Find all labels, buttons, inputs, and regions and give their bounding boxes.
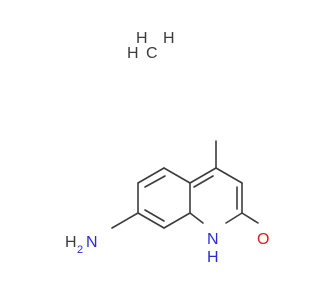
methane-top-hydrogen: H	[136, 30, 148, 47]
carbonyl-oxygen: O	[257, 231, 269, 248]
bond-c7-nh2	[111, 212, 139, 229]
bond-n1-c8a	[189, 212, 204, 224]
amine-group: H 2 N	[65, 234, 98, 256]
molecule-diagram: H H C H H 2 N N H O	[65, 30, 269, 266]
ring-nitrogen-hydrogen: H	[207, 249, 219, 266]
bond-c8-c8a	[163, 212, 191, 229]
methane-carbon: C	[146, 45, 158, 62]
bond-c7-c8-inner	[144, 209, 165, 222]
ring-nitrogen: N H	[207, 231, 219, 266]
bond-c5-c6	[137, 167, 165, 184]
methane-left-hydrogen: H	[127, 45, 139, 62]
ring-nitrogen-atom: N	[207, 231, 219, 248]
bond-c2-o	[241, 212, 259, 224]
bond-c7-c8	[137, 212, 165, 229]
amine-hydrogen: H	[65, 234, 77, 251]
methane-right-hydrogen: H	[163, 30, 175, 47]
bond-c4-c3	[215, 167, 243, 184]
bond-c4a-c5	[163, 167, 191, 184]
amine-subscript: 2	[77, 244, 83, 256]
amine-nitrogen: N	[86, 234, 98, 251]
methane-fragment: H H C H	[127, 30, 175, 62]
ring-bonds	[111, 140, 259, 229]
bond-c4a-c4	[189, 167, 217, 184]
bond-c5-c6-inner	[144, 175, 166, 188]
bond-c4a-c4-inner	[193, 175, 214, 188]
bond-c2-n1	[225, 212, 243, 224]
